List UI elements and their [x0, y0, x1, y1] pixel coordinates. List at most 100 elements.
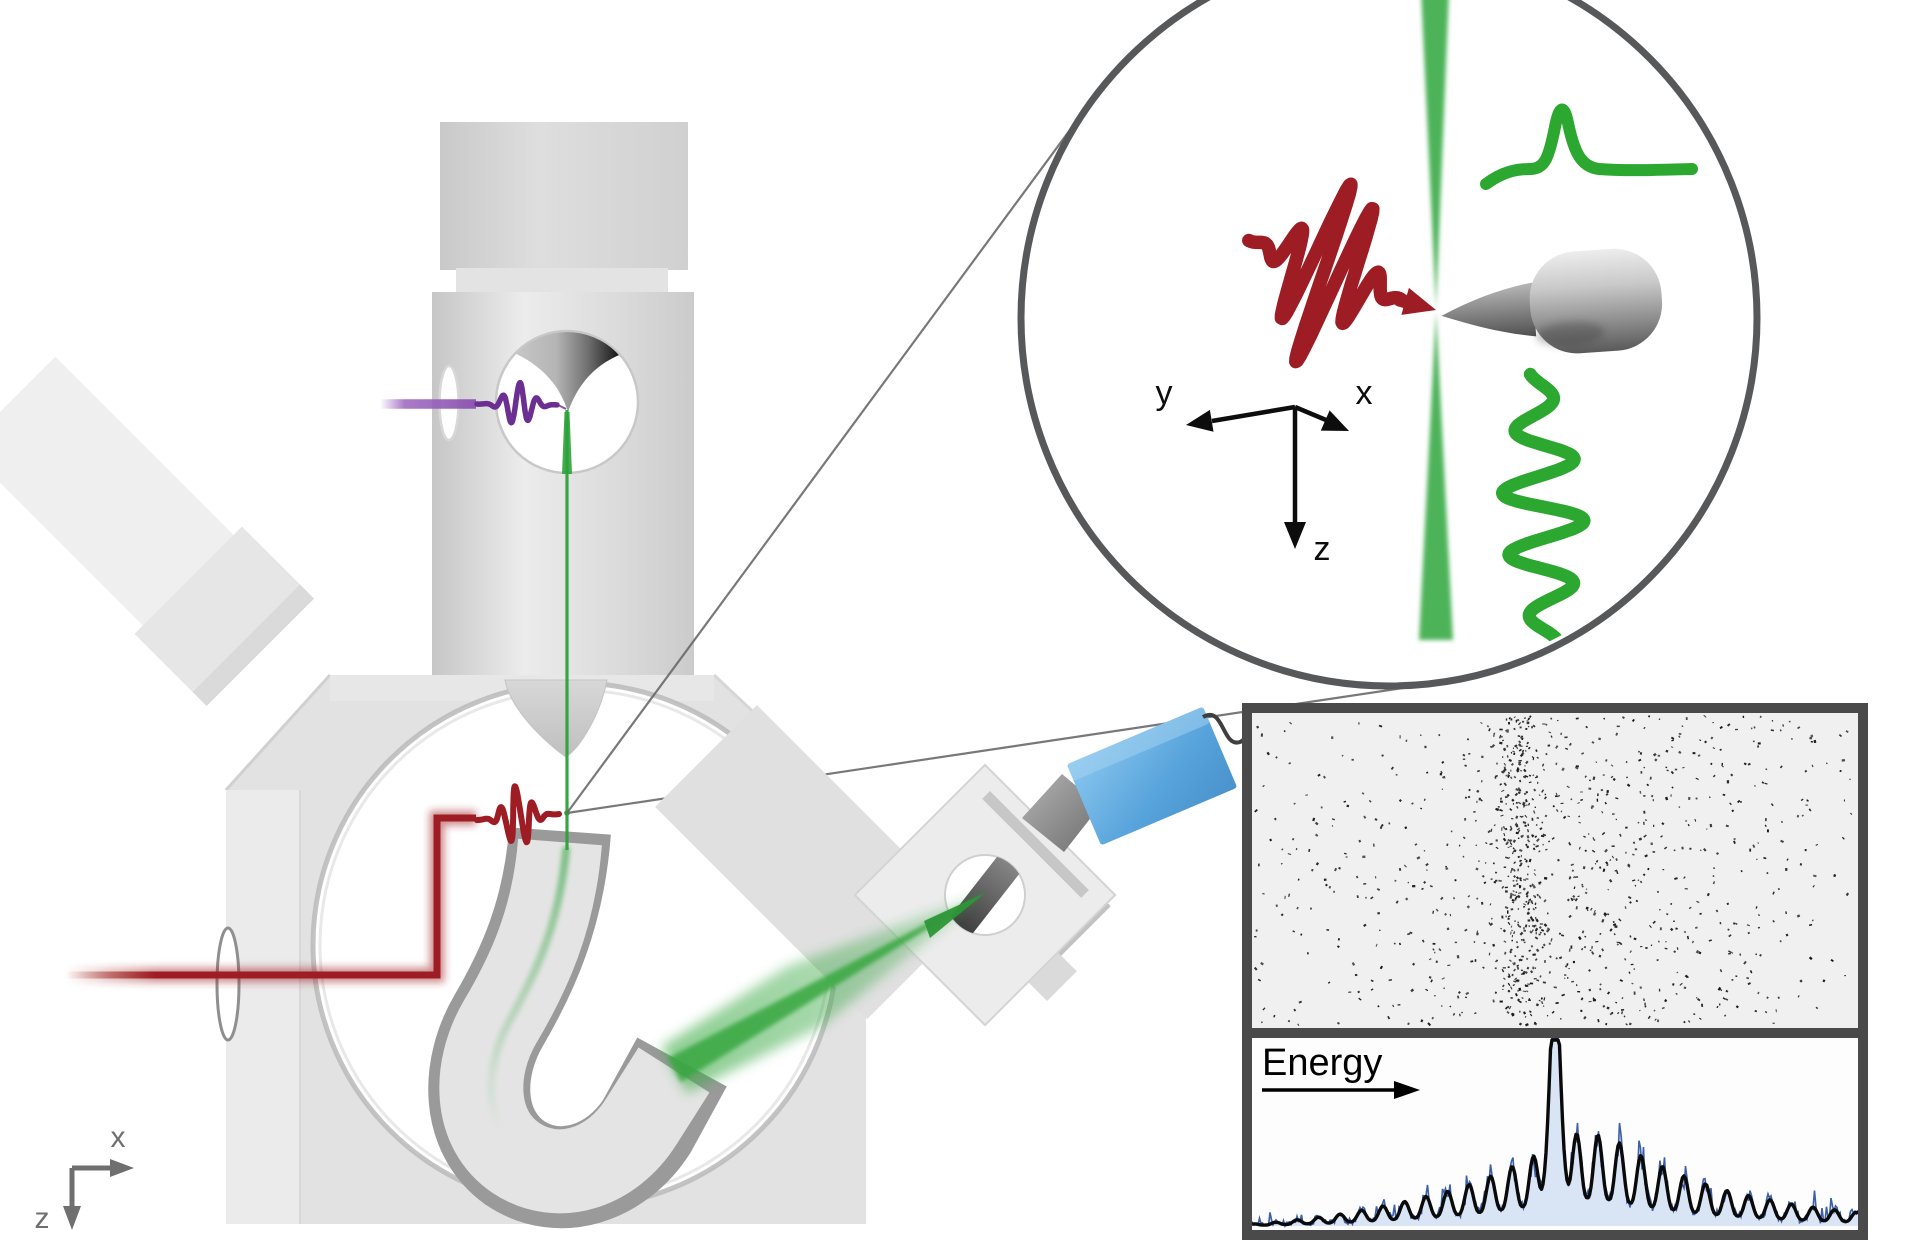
scatter-dot [1551, 1010, 1555, 1014]
scatter-dot [1535, 932, 1537, 935]
scatter-dot [1522, 821, 1527, 825]
scatter-dot [1274, 817, 1277, 820]
scatter-dot [1706, 892, 1710, 897]
scatter-dot [1555, 1001, 1559, 1005]
scatter-dot [1583, 835, 1586, 838]
scatter-dot [1368, 799, 1372, 803]
scatter-dot [1519, 815, 1523, 818]
scatter-dot [1652, 799, 1654, 802]
scatter-dot [1591, 741, 1595, 744]
scatter-dot [1612, 920, 1615, 923]
scatter-dot [1628, 1022, 1632, 1026]
scatter-dot [1597, 793, 1599, 797]
scatter-dot [1517, 998, 1520, 1002]
scatter-dot [1566, 785, 1570, 789]
gated-pulse-peak-curve [1480, 103, 1698, 190]
scatter-dot [1438, 733, 1441, 737]
scatter-dot [1637, 750, 1641, 753]
scatter-dot [1491, 743, 1496, 748]
scatter-dot [1670, 736, 1675, 740]
scatter-dot [1312, 817, 1316, 822]
scatter-dot [1534, 902, 1537, 906]
scatter-dot [1519, 726, 1522, 729]
scatter-dot [1665, 766, 1668, 769]
scatter-dot [1759, 715, 1762, 719]
scatter-dot [1654, 1018, 1657, 1021]
scatter-dot [1588, 787, 1592, 790]
scatter-dot [1529, 930, 1533, 934]
scatter-dot [1515, 879, 1518, 882]
scatter-dot [1493, 734, 1495, 737]
scatter-dot [1560, 810, 1563, 813]
scatter-dot [1594, 863, 1597, 865]
scatter-dot [1678, 750, 1682, 755]
scatter-dot [1518, 740, 1522, 744]
scatter-dot [1493, 880, 1497, 884]
scatter-dot [1412, 884, 1416, 888]
scatter-dot [1317, 773, 1321, 777]
scatter-dot [1604, 801, 1607, 805]
scatter-dot [1732, 922, 1736, 925]
scatter-dot [1683, 876, 1686, 879]
scatter-dot [1595, 940, 1599, 943]
scatter-dot [1498, 879, 1502, 882]
scatter-dot [1293, 1008, 1297, 1012]
scatter-dot [1725, 824, 1729, 828]
scatter-dot [1348, 991, 1352, 993]
red-pulse-inset-path [1242, 177, 1408, 369]
scatter-dot [1341, 754, 1344, 757]
scatter-dot [1487, 829, 1491, 834]
scatter-dot [1555, 762, 1558, 766]
scatter-dot [1535, 948, 1540, 953]
scatter-dot [1494, 991, 1498, 994]
scatter-dot [1444, 912, 1448, 916]
scatter-dot [1510, 870, 1512, 874]
scatter-dot [1535, 749, 1538, 753]
scatter-dot [1555, 745, 1559, 749]
scatter-dot [1338, 866, 1341, 870]
scatter-dot [1532, 884, 1536, 889]
scatter-dot [1419, 734, 1422, 737]
scatter-dot [1543, 932, 1546, 936]
scatter-dot [1529, 884, 1532, 888]
scatter-dot [1673, 849, 1676, 852]
scatter-dot [1524, 750, 1527, 752]
scatter-dot [1499, 741, 1503, 745]
scatter-dot [1427, 1022, 1432, 1027]
scatter-dot [1688, 796, 1691, 800]
scatter-dot [1445, 867, 1449, 870]
scatter-dot [1519, 745, 1523, 747]
scatter-dot [1799, 863, 1803, 866]
scatter-dot [1465, 991, 1470, 996]
scatter-dot [1516, 805, 1519, 809]
scatter-dot [1781, 820, 1783, 824]
scatter-dot [1466, 905, 1470, 909]
scatter-dot [1517, 722, 1522, 726]
scatter-dot [1574, 898, 1578, 902]
scatter-dot [1716, 852, 1719, 855]
scatter-dot [1507, 771, 1510, 775]
scatter-dot [1675, 992, 1678, 996]
scatter-dot [1735, 1005, 1739, 1009]
scatter-dot [1734, 728, 1739, 731]
scatter-dot [1619, 979, 1624, 983]
scatter-dot [1587, 833, 1590, 835]
scatter-dot [1407, 1022, 1410, 1026]
scatter-dot [1514, 861, 1516, 864]
scatter-dot [1770, 729, 1774, 732]
scatter-dot [1441, 775, 1445, 779]
scatter-dot [1527, 865, 1530, 868]
scatter-dot [1639, 986, 1643, 989]
scatter-dot [1696, 998, 1701, 1002]
scatter-dot [1510, 817, 1514, 820]
scatter-dot [1621, 1011, 1624, 1015]
scatter-dot [1423, 880, 1427, 884]
scatter-dot [1515, 801, 1519, 804]
scatter-dot [1508, 838, 1513, 843]
scatter-dot [1420, 807, 1423, 810]
scatter-dot [1791, 737, 1793, 740]
scatter-dot [1343, 800, 1347, 803]
scatter-dot [1757, 926, 1761, 929]
scatter-dot [1746, 924, 1751, 927]
scatter-dot [1425, 869, 1428, 872]
